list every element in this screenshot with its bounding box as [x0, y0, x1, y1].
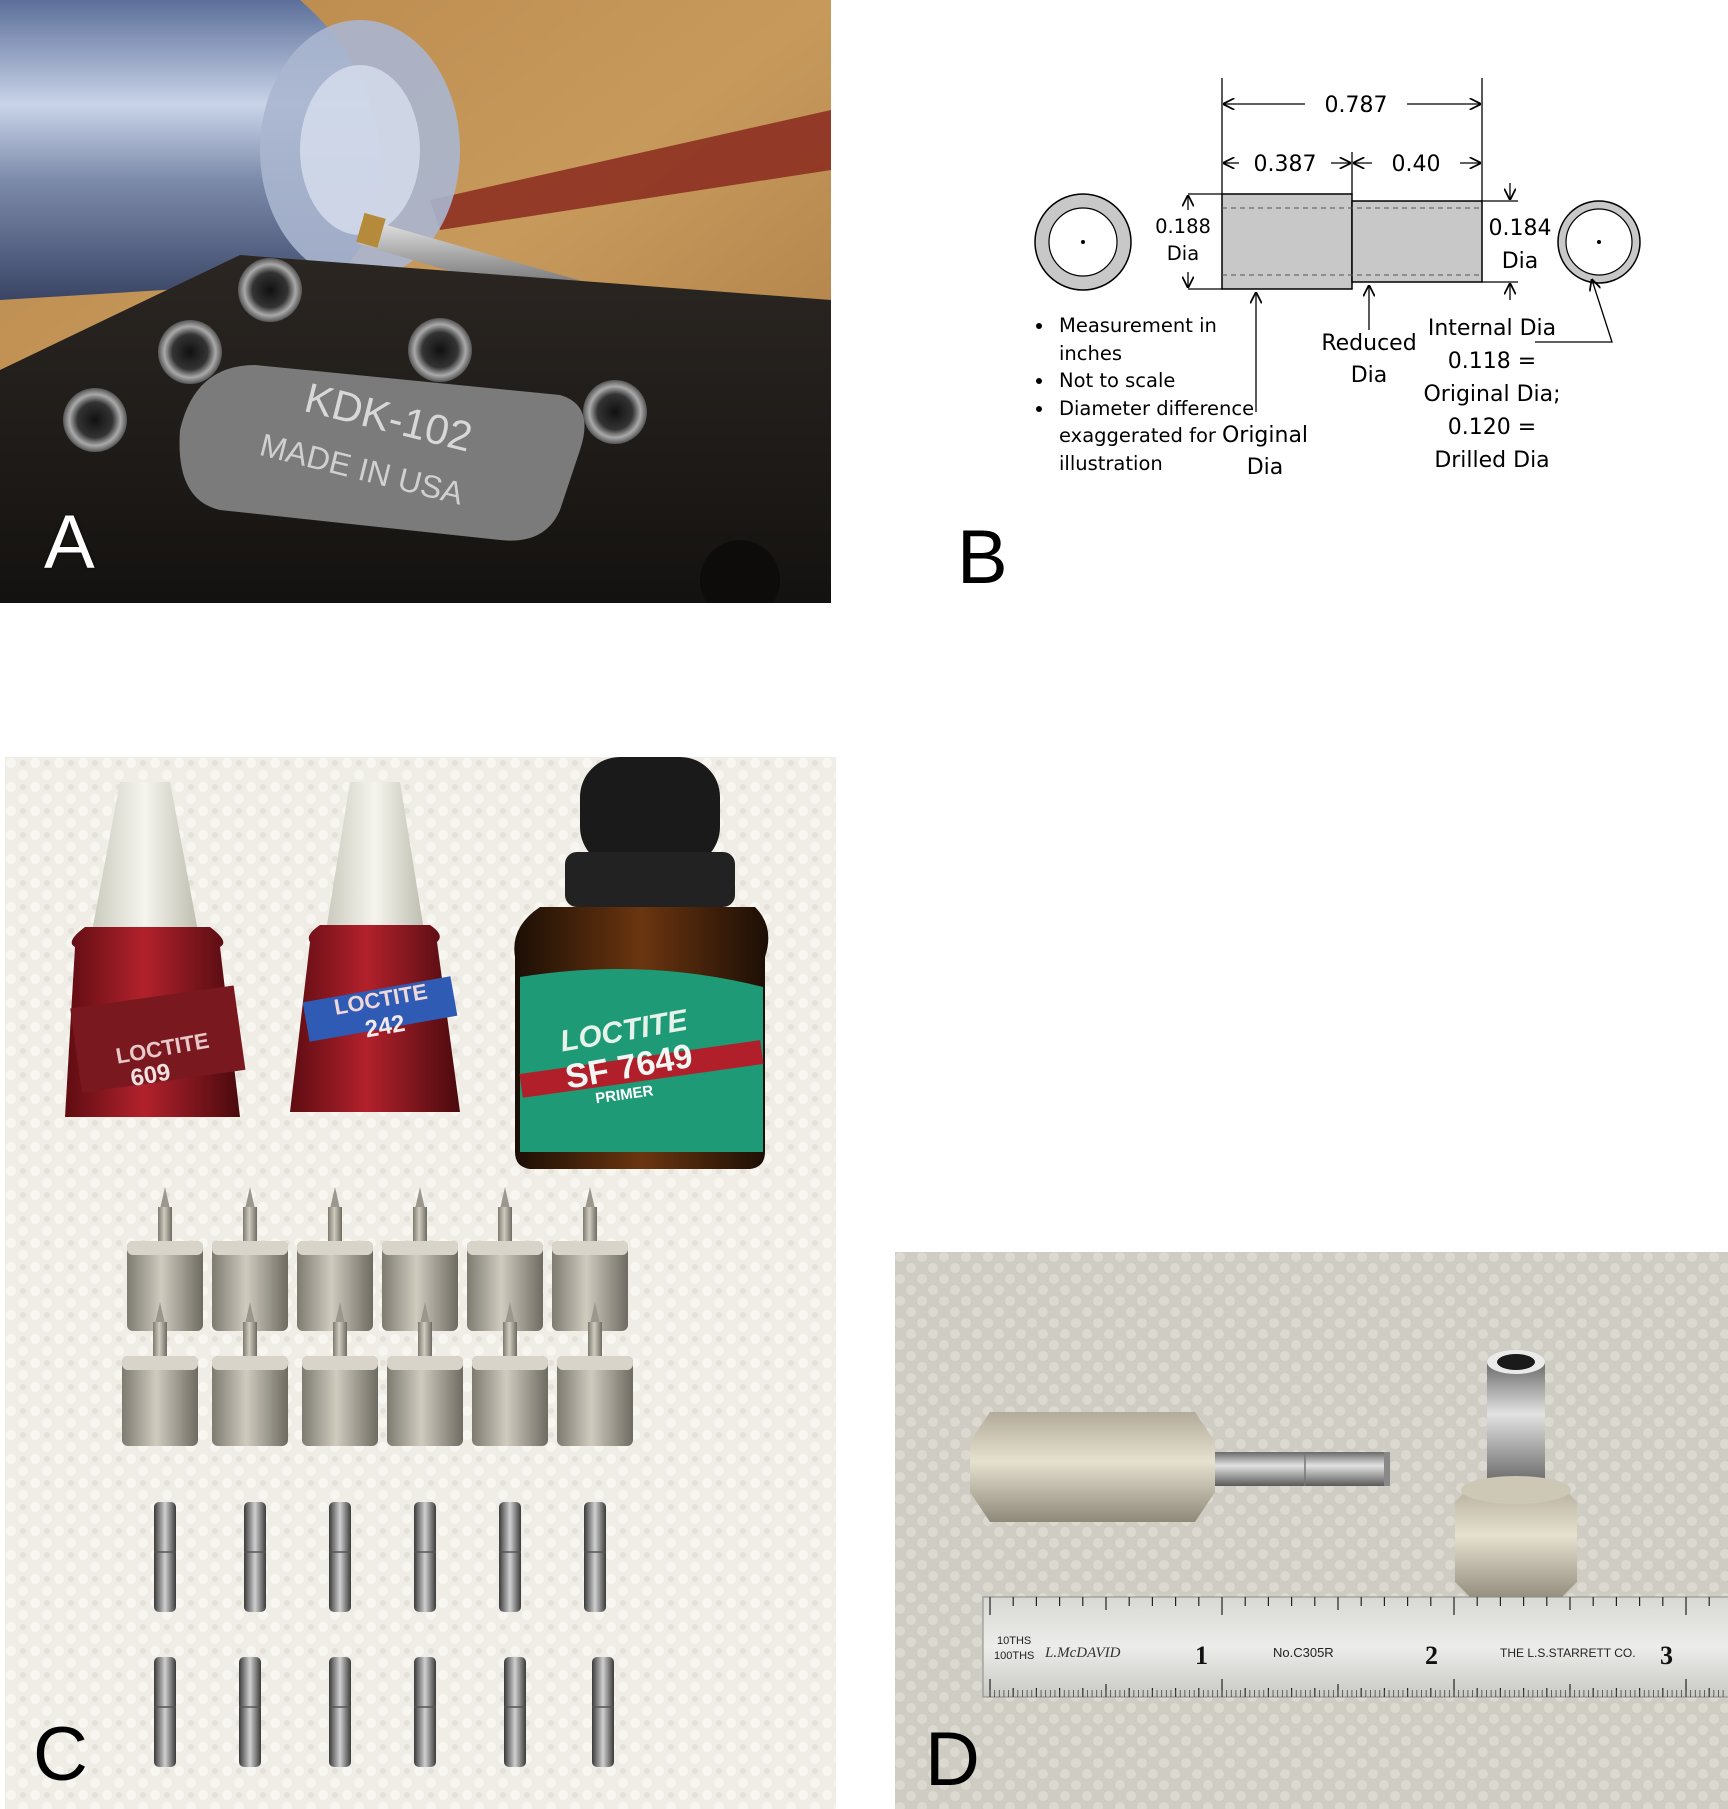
loctite-sf7649-primer-bottle: LOCTITE SF 7649 PRIMER — [514, 757, 769, 1169]
panel-a-label: A — [44, 500, 95, 585]
reduced-dia-section — [1351, 200, 1483, 283]
callout-internal-line3: Original Dia; — [1423, 382, 1560, 407]
note-scale: Not to scale — [1055, 367, 1285, 395]
panel-d-label: D — [925, 1717, 980, 1802]
right-end-view — [1557, 200, 1641, 284]
dim-reduced-dia-unit: Dia — [1502, 249, 1539, 274]
callout-reduced-line1: Reduced — [1321, 331, 1416, 356]
callout-internal-line1: Internal Dia — [1428, 316, 1556, 341]
ruler-major-3: 3 — [1660, 1641, 1673, 1670]
pin-side-view — [1221, 193, 1483, 290]
callout-internal-line4: 0.120 = — [1448, 415, 1536, 440]
ruler-brand: THE L.S.STARRETT CO. — [1500, 1646, 1636, 1660]
dim-original-dia-unit: Dia — [1167, 242, 1199, 265]
loctite-242-bottle: LOCTITE 242 — [290, 782, 460, 1112]
loctite-609-bottle: LOCTITE 609 — [65, 782, 246, 1117]
callout-original-line2: Dia — [1247, 455, 1284, 480]
dim-reduced-length: 0.40 — [1392, 152, 1441, 177]
panel-b-dimension-diagram: 0.787 0.387 0.40 0.188 Dia 0.184 Dia Red… — [960, 40, 1700, 600]
original-dia-section — [1221, 193, 1353, 290]
left-end-view — [1034, 193, 1132, 291]
pin-dimension-drawing: 0.787 0.387 0.40 0.188 Dia 0.184 Dia Red… — [1034, 78, 1641, 480]
ruler-major-2: 2 — [1425, 1641, 1438, 1670]
callout-original-line1: Original — [1222, 423, 1308, 448]
note-exaggeration: Diameter difference exaggerated for illu… — [1055, 395, 1285, 478]
ruler-units-hundredths: 100THS — [994, 1650, 1034, 1662]
ruler-major-1: 1 — [1195, 1641, 1208, 1670]
ruler-owner-engraving: L.McDAVID — [1044, 1645, 1121, 1661]
panel-a-lathe-photo: KDK-102 MADE IN USA A — [0, 0, 831, 603]
towel-background-d — [895, 1252, 1728, 1809]
callout-internal-line5: Drilled Dia — [1434, 448, 1549, 473]
dim-overall-length: 0.787 — [1325, 93, 1388, 118]
callout-reduced-line2: Dia — [1351, 363, 1388, 388]
hex-holder-standing — [1455, 1350, 1577, 1602]
screw-holes — [63, 258, 780, 603]
callout-internal-line2: 0.118 = — [1448, 349, 1536, 374]
assembled-tool — [970, 1412, 1390, 1522]
note-units: Measurement in inches — [1055, 312, 1285, 367]
panel-d-finished-tool-photo: 10THS 100THS L.McDAVID No.C305R THE L.S.… — [895, 1252, 1728, 1809]
ruler-units-tenths: 10THS — [997, 1635, 1031, 1647]
dim-original-length: 0.387 — [1254, 152, 1317, 177]
panel-b-label: B — [960, 515, 1008, 600]
dim-original-dia-value: 0.188 — [1155, 215, 1211, 238]
ruler-ticks — [989, 1597, 1724, 1697]
panel-c-label: C — [33, 1712, 88, 1797]
panel-c-materials-photo: LOCTITE 609 LOCTITE 242 LOCTITE SF 7649 … — [5, 757, 836, 1809]
dim-reduced-dia-value: 0.184 — [1489, 216, 1552, 241]
name-plate — [179, 365, 585, 541]
materials-illustration: LOCTITE 609 LOCTITE 242 LOCTITE SF 7649 … — [5, 757, 836, 1809]
red-rod — [430, 110, 831, 230]
ruler-model: No.C305R — [1273, 1645, 1334, 1660]
lathe-illustration: KDK-102 MADE IN USA — [0, 0, 831, 603]
steel-ruler: 10THS 100THS L.McDAVID No.C305R THE L.S.… — [982, 1596, 1728, 1698]
diagram-notes-list: Measurement in inches Not to scale Diame… — [1010, 312, 1285, 477]
finished-tool-illustration: 10THS 100THS L.McDAVID No.C305R THE L.S.… — [895, 1252, 1728, 1809]
